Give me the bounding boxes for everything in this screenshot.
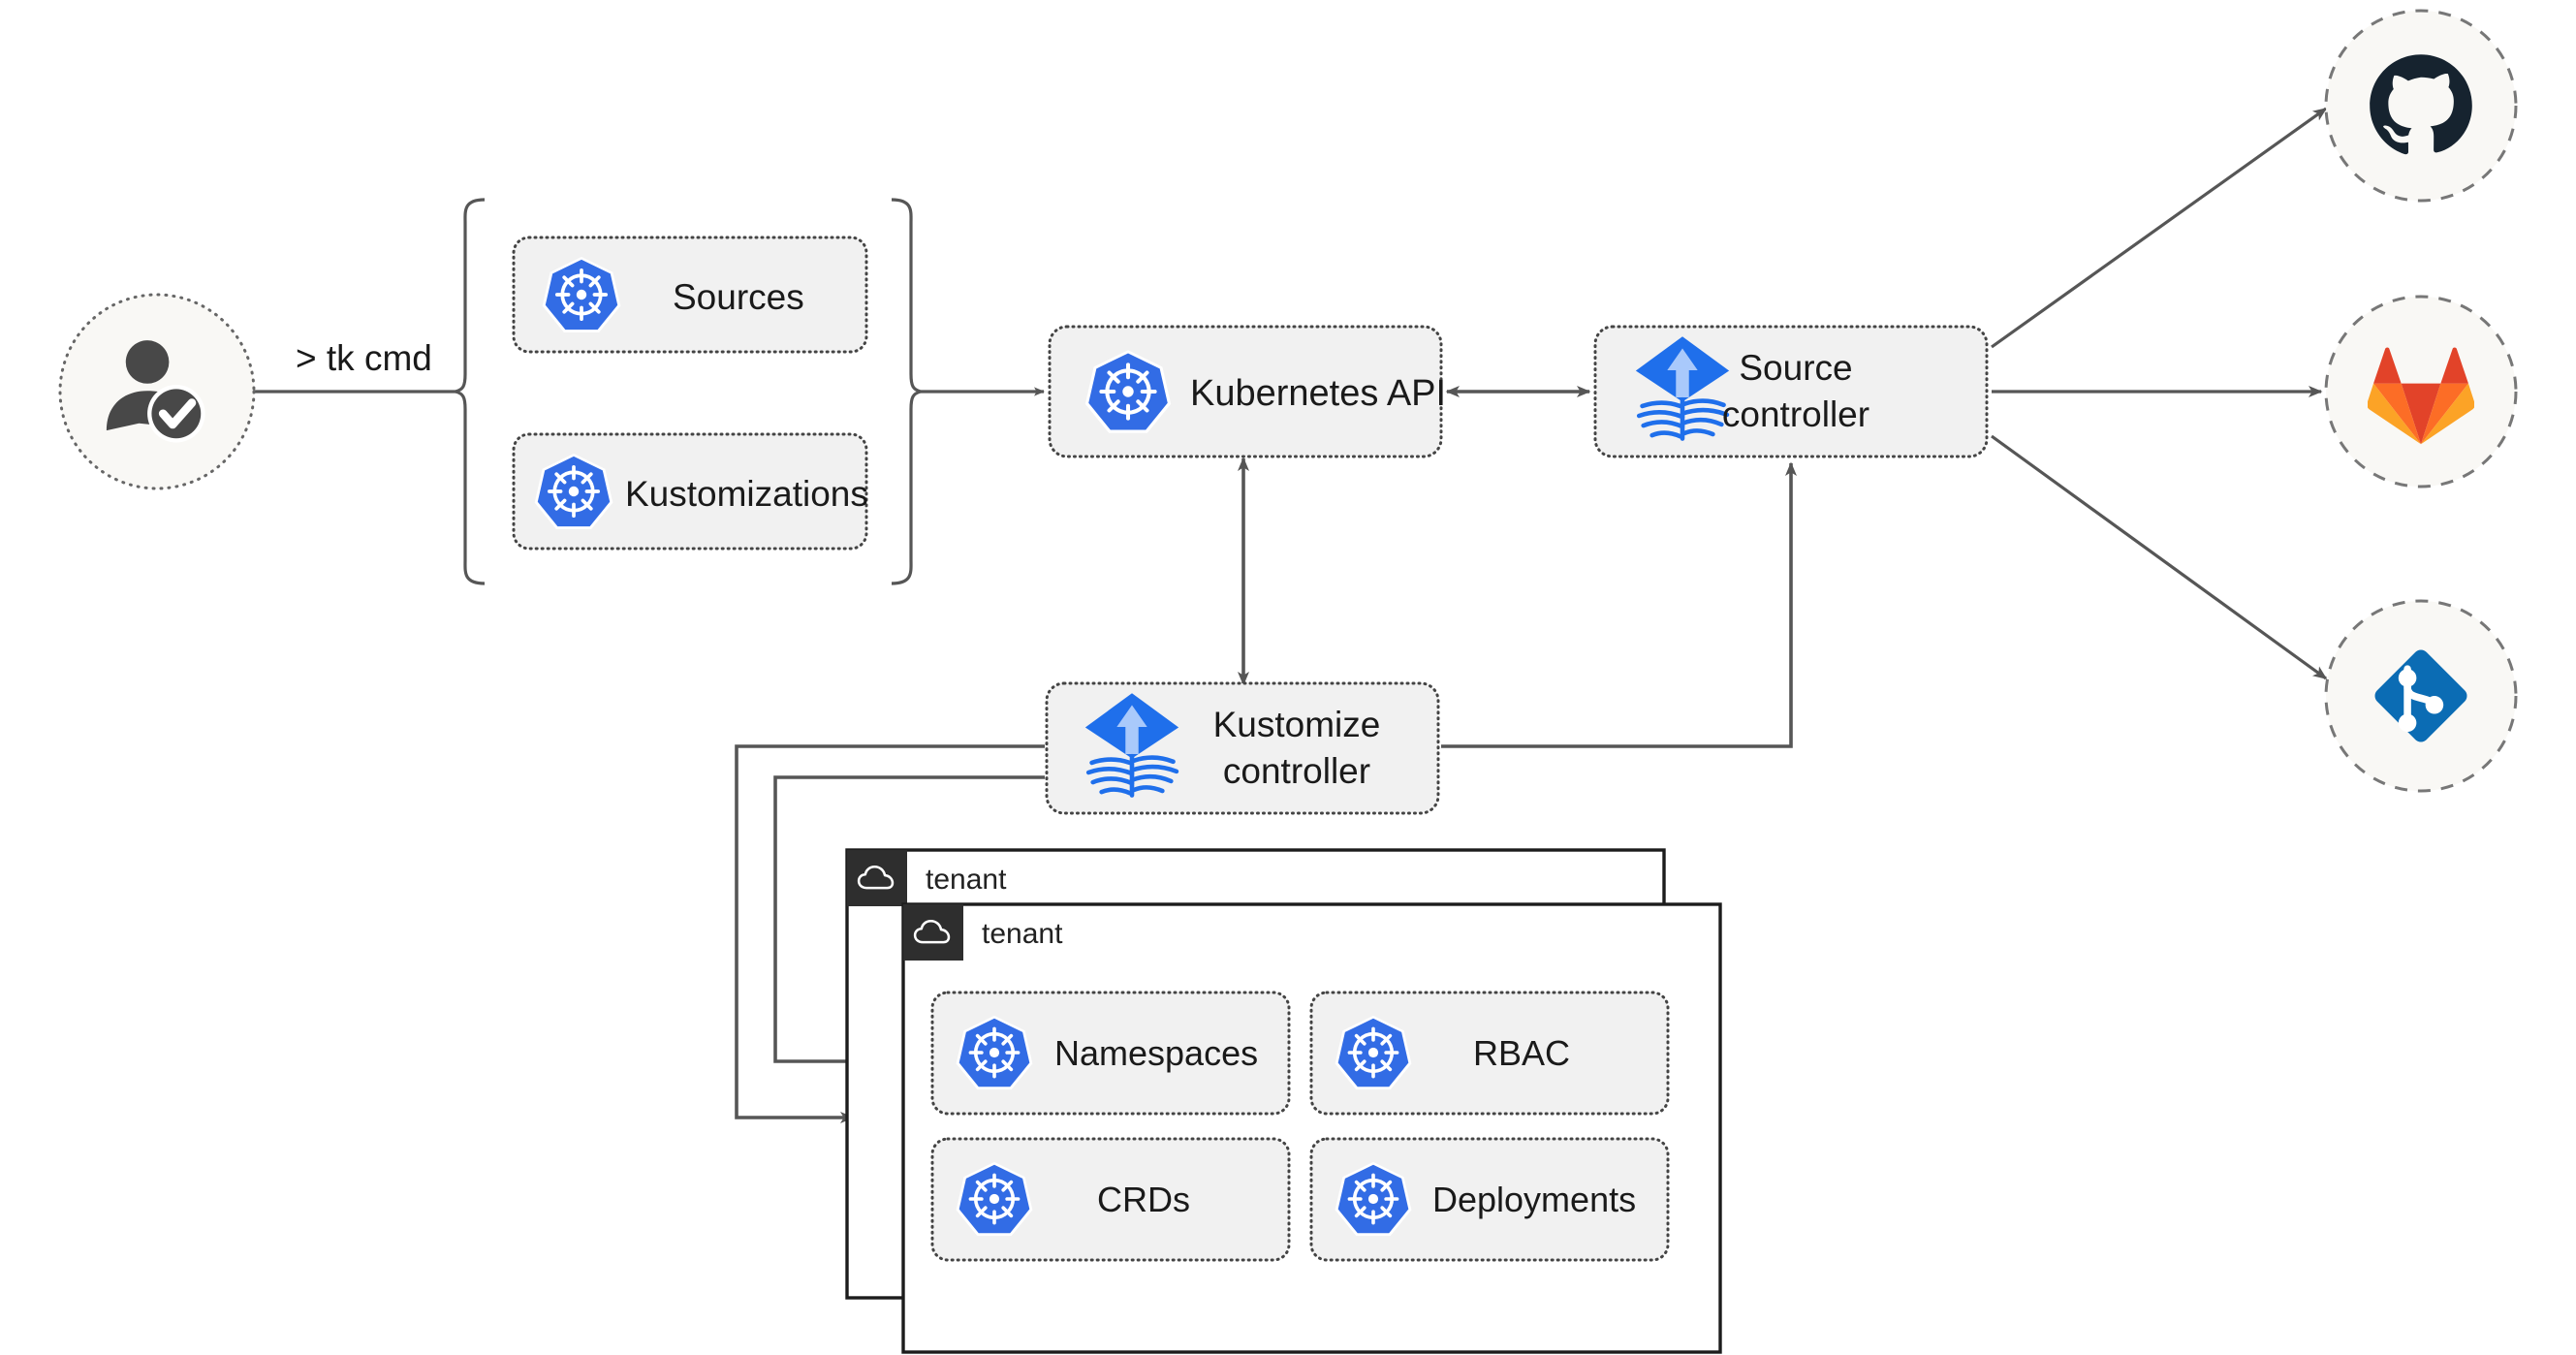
user-actor[interactable] [58, 293, 256, 490]
provider-gitlab[interactable] [2324, 295, 2518, 488]
provider-git[interactable] [2324, 599, 2518, 793]
tenant2-label: tenant [982, 918, 1063, 950]
edge-kustomizecontroller-tenant2 [773, 775, 1045, 1067]
kustomize-controller-label-line2: controller [1223, 751, 1370, 791]
node-kustomize-controller[interactable]: Kustomize controller [1045, 681, 1440, 815]
kustomize-controller-label-line1: Kustomize [1213, 705, 1381, 744]
connector-lines [254, 107, 2328, 1123]
resource-node-deployments[interactable]: Deployments [1309, 1137, 1670, 1262]
resource-node-namespaces[interactable]: Namespaces [930, 991, 1291, 1116]
rbac-box [1309, 991, 1670, 1116]
tenant1-header-tab [847, 850, 907, 906]
kustomizations-label: Kustomizations [625, 474, 868, 514]
command-label: > tk cmd [296, 338, 432, 378]
edge-kustomizecontroller-sourcecontroller [1441, 461, 1797, 748]
source-controller-label-line2: controller [1722, 394, 1869, 434]
source-controller-label-line1: Source [1739, 348, 1852, 388]
namespaces-label: Namespaces [1054, 1033, 1258, 1073]
edge-sourcecontroller-github [1991, 107, 2328, 349]
rbac-label: RBAC [1473, 1033, 1570, 1073]
source-controller-box [1593, 325, 1989, 458]
tenant-cluster-2[interactable]: tenant Namespaces RBAC CRDs Deployments [901, 902, 1722, 1354]
brace-right [891, 198, 922, 585]
node-kubernetes-api[interactable]: Kubernetes API [1048, 325, 1446, 458]
edge-sourcecontroller-git [1991, 434, 2328, 680]
github-circle [2324, 9, 2518, 203]
crds-box [930, 1137, 1291, 1262]
kustomizations-box [512, 432, 868, 551]
node-source-controller[interactable]: Source controller [1593, 325, 1989, 458]
edge-kustomizecontroller-tenant1 [735, 744, 1045, 1123]
tenant1-label: tenant [926, 864, 1007, 896]
provider-github[interactable] [2324, 9, 2518, 203]
tenant2-box [901, 902, 1722, 1354]
kustomize-controller-box [1045, 681, 1440, 815]
resource-node-rbac[interactable]: RBAC [1309, 991, 1670, 1116]
crds-label: CRDs [1097, 1180, 1190, 1219]
kubernetes-api-label: Kubernetes API [1190, 373, 1446, 414]
deployments-box [1309, 1137, 1670, 1262]
sources-label: Sources [673, 277, 804, 317]
crd-node-kustomizations[interactable]: Kustomizations [512, 432, 868, 551]
resource-node-crds[interactable]: CRDs [930, 1137, 1291, 1262]
deployments-label: Deployments [1432, 1180, 1636, 1219]
tenant2-header-tab [903, 904, 963, 961]
crd-node-sources[interactable]: Sources [512, 236, 868, 354]
namespaces-box [930, 991, 1291, 1116]
brace-left [455, 198, 486, 585]
